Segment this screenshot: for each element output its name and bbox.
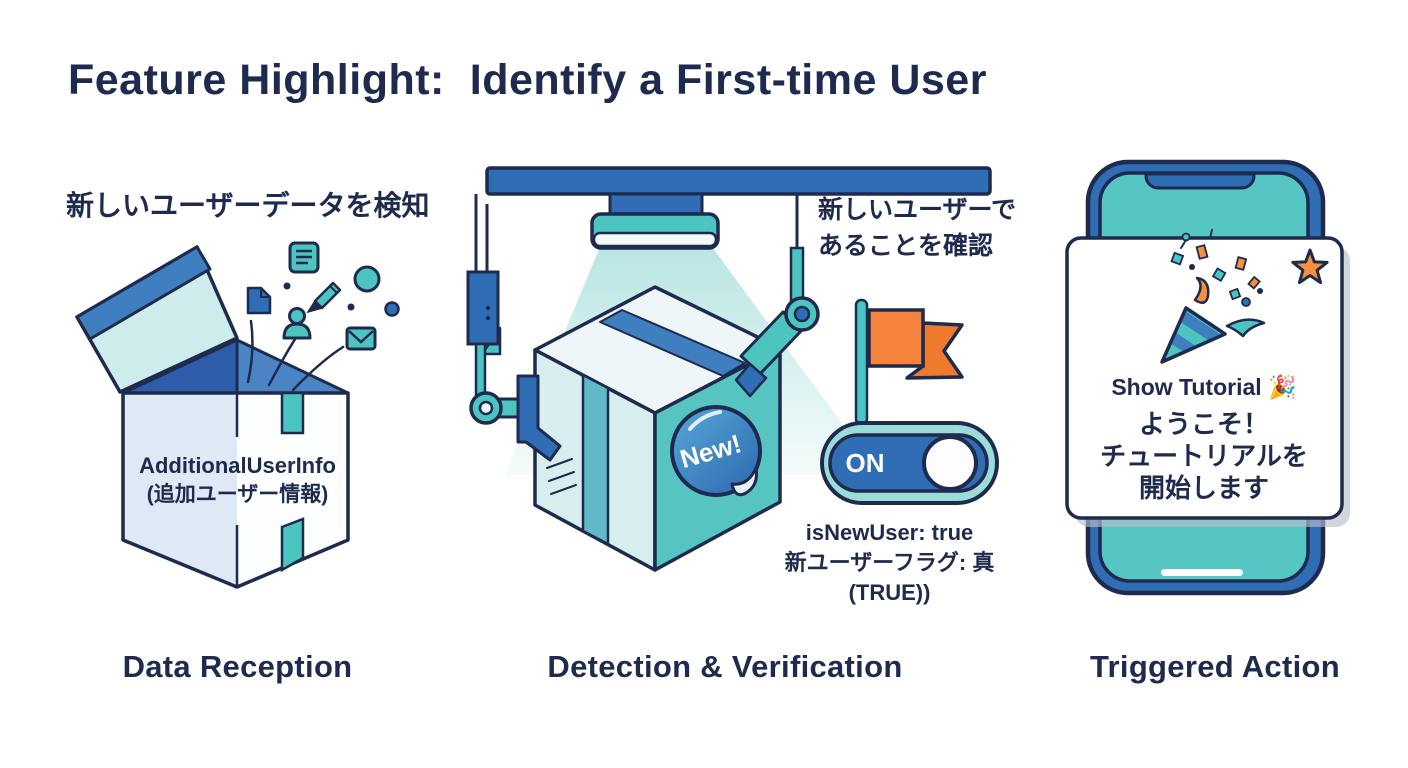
status-line1: isNewUser: true [805,520,974,545]
package-box: New! [533,285,782,572]
home-indicator [1161,569,1243,576]
circle-icon [353,265,381,293]
robot-arm-left [466,270,534,425]
pencil-icon [306,281,342,314]
flag-status-text: isNewUser: true 新ユーザーフラグ: 真 (TRUE)) [762,518,1017,608]
box-label-line1: AdditionalUserInfo [139,453,336,478]
confetti [1170,244,1261,301]
new-sticker: New! [670,405,762,497]
scanner-illustration: New! ON [466,166,999,572]
robot-arm-left-bracket [516,374,562,462]
box-tab-top [280,391,305,435]
file-icon [246,286,272,315]
step-label-triggered-action: Triggered Action [1090,649,1340,684]
caption-confirm-line2: あることを確認 [818,232,994,260]
caption-detect-new-user-data: 新しいユーザーデータを検知 [66,190,430,221]
toggle-switch: ON [820,421,999,505]
card-line1: ようこそ！ [1138,409,1269,439]
scanner-rig [474,166,992,272]
step-label-detection-verification: Detection & Verification [547,649,903,684]
phone-illustration [1065,159,1350,596]
card-line2: チュートリアルを [1100,441,1308,471]
dot-navy [283,282,291,290]
star-icon [1291,248,1329,285]
status-line3: (TRUE)) [848,580,931,605]
scanner-lamp [590,212,720,250]
caption-confirm-new-user: 新しいユーザーで あることを確認 [818,192,1016,264]
person-icon [282,307,312,340]
box-tab-bottom [280,517,305,573]
card-title: Show Tutorial 🎉 [1111,374,1297,400]
page-title: Feature Highlight: Identify a First-time… [68,56,987,104]
robot-arm-right [734,246,820,398]
box-label: AdditionalUserInfo (追加ユーザー情報) [120,451,355,509]
note-icon [288,241,320,274]
mail-icon [345,326,377,351]
open-box-illustration [75,241,400,589]
box-lid [75,245,239,394]
caption-confirm-line1: 新しいユーザーで [818,196,1017,224]
dot-navy [347,303,355,311]
scratch-lines [546,458,577,495]
step-label-data-reception: Data Reception [122,649,353,684]
box-body [121,391,350,589]
flag-icon [854,298,964,426]
phone-notch [1144,172,1256,190]
tutorial-card [1065,236,1350,527]
status-line2: 新ユーザーフラグ: 真 [784,550,995,575]
toggle-text: ON [846,448,885,478]
box-interior [121,338,350,395]
toggle-knob [922,435,978,491]
dot-blue [384,301,400,317]
box-label-line2: (追加ユーザー情報) [146,483,329,506]
party-popper-icon [1160,229,1266,364]
card-line3: 開始します [1138,473,1269,503]
